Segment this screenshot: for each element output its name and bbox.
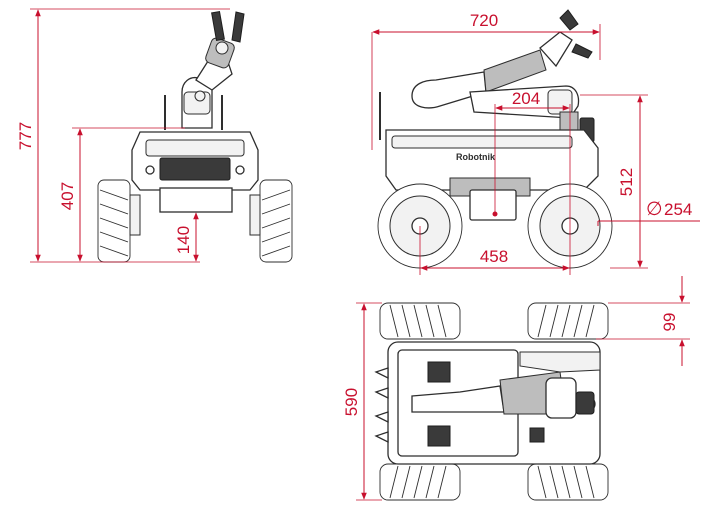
side-view-arm [411, 9, 595, 143]
top-view-wheels [379, 302, 609, 501]
front-view-right-wheel [249, 179, 293, 263]
brand-logo: Robotnik [456, 152, 496, 162]
dim-wheel-diameter-symbol: ∅ [646, 199, 663, 220]
front-view-arm [181, 10, 245, 129]
dim-overall-height: 777 [16, 122, 35, 150]
side-view: Robotnik 720 204 512 ∅ 2 [371, 9, 700, 275]
dim-body-height: 512 [617, 168, 636, 196]
dim-ground-clearance: 140 [174, 226, 193, 254]
dim-overall-length: 720 [470, 11, 498, 30]
dim-arm-folded-height: 407 [58, 182, 77, 210]
dim-track-inset: 99 [660, 313, 679, 332]
front-view: 777 407 140 [16, 8, 293, 263]
dim-overall-width: 590 [342, 388, 361, 416]
dim-arm-offset: 204 [512, 89, 540, 108]
top-view-arm [411, 351, 601, 419]
front-view-left-wheel [97, 179, 141, 263]
dim-wheel-diameter: 254 [664, 200, 692, 219]
dim-wheelbase: 458 [480, 247, 508, 266]
top-view: 590 99 [342, 276, 690, 501]
